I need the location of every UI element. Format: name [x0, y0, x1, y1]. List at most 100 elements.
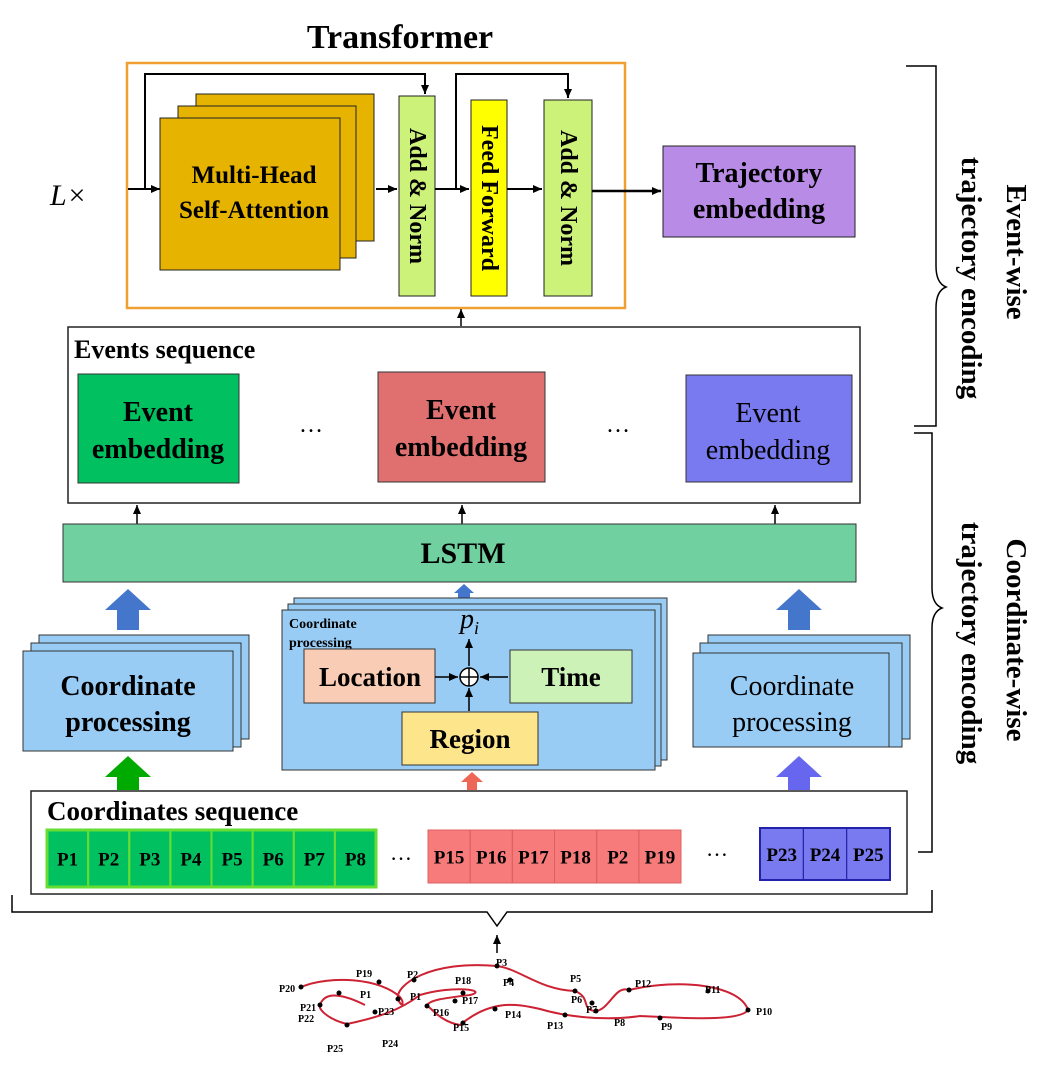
event-embedding-blue	[685, 374, 853, 483]
coordinate-cell-label: P5	[222, 850, 243, 871]
events-ellipsis-1: …	[299, 412, 323, 438]
trajectory-points	[298, 963, 751, 1028]
coordinate-cell-label: P3	[139, 850, 160, 871]
event-embedding-red-line1: Event	[426, 395, 497, 426]
add-norm-2-box	[543, 99, 593, 297]
region-label: Region	[430, 724, 511, 754]
coordinates-ellipsis-2: …	[706, 836, 728, 861]
point-label: P16	[433, 1008, 449, 1019]
point-label: P20	[279, 984, 295, 995]
trajectory-embedding-line2: embedding	[693, 194, 825, 225]
point-label: P15	[453, 1023, 469, 1034]
add-norm-2-label: Add & Norm	[555, 130, 581, 266]
coordinate-wise-label-line2: trajectory encoding	[955, 522, 987, 765]
coord-proc-detail-line2: processing	[289, 636, 352, 651]
coordinate-cell	[846, 827, 891, 881]
coordinate-cell-label: P16	[476, 848, 507, 869]
coordinate-cell-label: P23	[766, 845, 797, 866]
event-wise-label-line1: Event-wise	[1000, 184, 1032, 319]
arrow-middle-up-blue	[454, 584, 474, 599]
lstm-bar	[62, 523, 857, 583]
coordinates-sequence-title: Coordinates sequence	[47, 796, 298, 826]
point-label: P6	[571, 995, 582, 1006]
coordinate-cell-label: P18	[560, 848, 591, 869]
region-box	[401, 711, 539, 766]
point-label: P7	[586, 1005, 597, 1016]
coordinate-cell-label: P7	[304, 850, 326, 871]
events-sequence-title: Events sequence	[74, 335, 255, 364]
arrow-left-up-blue	[105, 589, 151, 630]
point-label: P19	[356, 969, 372, 980]
coordinate-cell-label: P1	[57, 850, 78, 871]
coord-proc-right-line2: processing	[732, 707, 852, 738]
point-label: P1	[360, 990, 371, 1001]
point-label: P25	[327, 1044, 343, 1055]
mhsa-label-line1: Multi-Head	[192, 162, 317, 189]
point-label: P22	[298, 1014, 314, 1025]
event-embedding-red-line2: embedding	[395, 432, 527, 463]
event-embedding-blue-line2: embedding	[706, 435, 830, 466]
coordinate-cell-label: P25	[853, 845, 884, 866]
arrow-seq-red-up	[461, 772, 483, 790]
point-label: P18	[455, 976, 471, 987]
point-label: P14	[505, 1010, 521, 1021]
coordinate-cell-label: P24	[810, 845, 841, 866]
event-wise-bracket	[906, 65, 949, 427]
point-label: P8	[614, 1018, 625, 1029]
coordinate-cell-label: P19	[645, 848, 676, 869]
coord-proc-left-line2: processing	[65, 707, 191, 738]
coord-proc-detail-line1: Coordinate	[289, 617, 357, 632]
location-label: Location	[319, 662, 421, 692]
feed-forward-label: Feed Forward	[476, 125, 502, 272]
arrow-right-up-blue	[776, 589, 822, 630]
event-embedding-red	[377, 371, 546, 483]
raw-trajectory-sketch: P20 P19 P2 P18 P3 P4 P5 P12 P11 P21 P1 P…	[279, 958, 772, 1055]
coordinate-cell-label: P17	[518, 848, 549, 869]
add-norm-1-box	[398, 95, 436, 297]
coordinate-group-blue: P23 P24 P25	[759, 827, 891, 881]
coord-proc-left-card-front	[22, 650, 234, 752]
point-label: P10	[756, 1007, 772, 1018]
point-label: P5	[570, 974, 581, 985]
events-ellipsis-2: …	[606, 412, 630, 438]
point-label: P24	[382, 1039, 398, 1050]
location-box	[303, 648, 436, 704]
event-wise-label-line2: trajectory encoding	[955, 157, 987, 400]
coordinate-cell-label: P2	[98, 850, 119, 871]
point-label: P17	[462, 996, 478, 1007]
coordinate-wise-bracket	[914, 432, 945, 853]
transformer-block	[125, 61, 627, 310]
lstm-label: LSTM	[420, 537, 505, 570]
coordinates-ellipsis-1: …	[390, 840, 412, 865]
trajectory-curve	[300, 964, 750, 1027]
mhsa-card-front	[159, 117, 341, 271]
coordinate-cell-label: P6	[263, 850, 284, 871]
coordinate-cell-label: P15	[434, 848, 465, 869]
point-label: P4	[503, 978, 514, 989]
coord-proc-right-card-front	[692, 652, 890, 748]
residual-connection-2	[455, 73, 572, 189]
add-norm-1-label: Add & Norm	[404, 128, 430, 264]
point-label: P1	[410, 992, 421, 1003]
output-p-i: pi	[458, 604, 479, 638]
coordinate-cell-label: P8	[345, 850, 366, 871]
coordinate-cell	[638, 829, 682, 884]
point-label: P11	[705, 985, 721, 996]
time-label: Time	[541, 662, 601, 692]
trajectory-embedding-line1: Trajectory	[696, 158, 823, 189]
arrow-seq-green-up	[105, 756, 151, 790]
layer-repeat-label: L×	[49, 179, 87, 212]
coordinate-group-frame	[759, 827, 891, 881]
coord-proc-left-line1: Coordinate	[60, 671, 195, 702]
point-label: P3	[496, 958, 507, 969]
arrow-seq-blue-up	[776, 756, 822, 790]
feed-forward-box	[470, 99, 508, 297]
coordinate-cell	[333, 829, 377, 888]
transformer-title: Transformer	[307, 19, 493, 56]
event-embedding-green-line1: Event	[123, 397, 194, 428]
coordinate-cell-label: P2	[607, 848, 628, 869]
trajectory-embedding-box	[662, 145, 856, 238]
point-label: P23	[378, 1007, 394, 1018]
point-label: P13	[547, 1021, 563, 1032]
